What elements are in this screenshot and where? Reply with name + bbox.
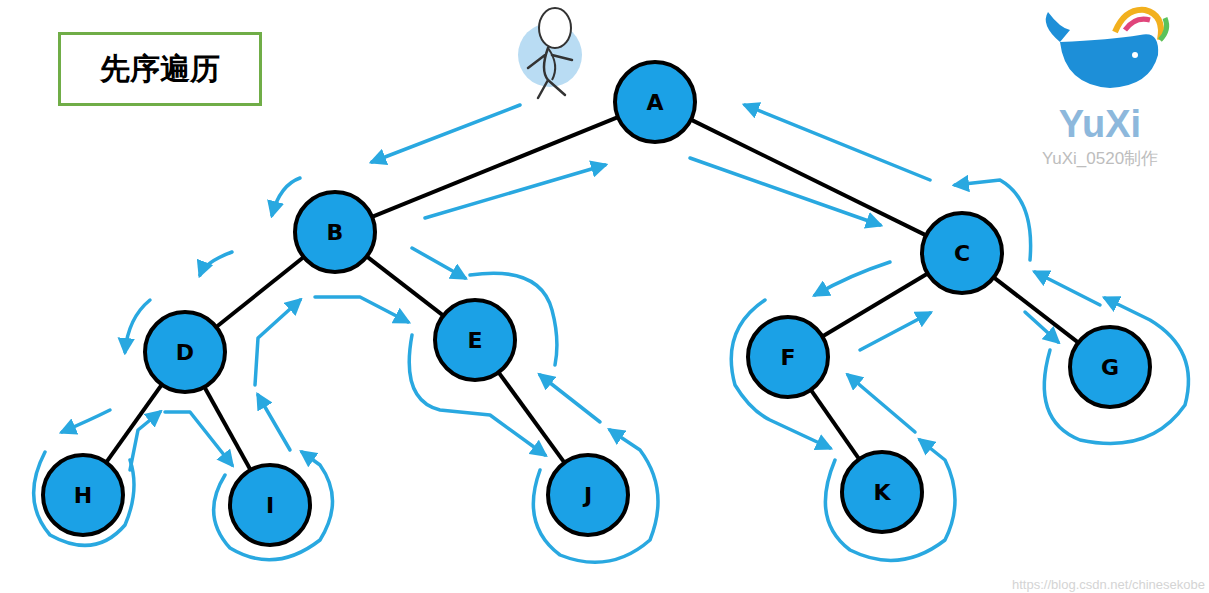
title-box: 先序遍历 (58, 32, 262, 106)
node-letter: C (954, 241, 970, 266)
tree-node-circle: K (840, 450, 924, 534)
tree-node-circle: C (920, 211, 1004, 295)
tree-edge (994, 277, 1079, 342)
node-letter: I (266, 493, 274, 518)
tree-node-circle: B (293, 190, 377, 274)
node-letter: F (780, 345, 795, 370)
tree-node-circle: E (433, 298, 517, 382)
tree-edge (691, 120, 926, 236)
node-letter: A (646, 90, 663, 115)
tree-edge (367, 256, 444, 315)
tree-node-circle: J (546, 453, 630, 537)
tree-edge (216, 257, 304, 327)
node-letter: B (327, 220, 344, 245)
node-letter: G (1101, 355, 1119, 380)
walker-figure (518, 8, 582, 98)
tree-edge (204, 387, 250, 470)
logo-whale (1046, 10, 1167, 88)
node-letter: K (873, 480, 890, 505)
traversal-path (34, 105, 1189, 562)
tree-edge (811, 390, 859, 459)
logo-text: YuXi (1059, 103, 1141, 146)
tree-edge (499, 372, 565, 462)
tree-node-circle: G (1068, 325, 1152, 409)
logo-subtext: YuXi_0520制作 (1042, 147, 1158, 170)
node-letter: E (467, 328, 482, 353)
tree-edge (372, 117, 618, 217)
tree-node-circle: I (228, 463, 312, 547)
watermark: https://blog.csdn.net/chinesekobe (1012, 577, 1205, 592)
node-letter: J (584, 483, 592, 508)
node-letter: H (74, 483, 92, 508)
tree-node-circle: H (41, 453, 125, 537)
title-text: 先序遍历 (100, 49, 220, 90)
tree-edge (822, 274, 927, 337)
tree-node-circle: A (613, 60, 697, 144)
tree-node-circle: F (746, 315, 830, 399)
tree-edge (106, 385, 162, 463)
node-letter: D (176, 340, 194, 365)
tree-node-circle: D (143, 310, 227, 394)
